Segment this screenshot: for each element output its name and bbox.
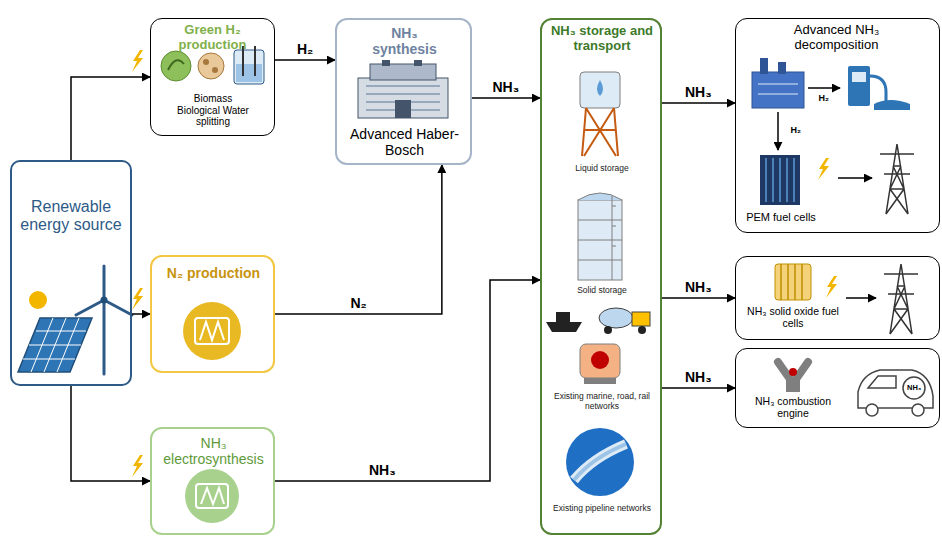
electricity-bolt [132,50,143,72]
electrolyser-icon [185,469,239,523]
panel-grid [23,318,86,372]
separator-icon [183,302,241,360]
node-body: Liquid storage [550,164,654,174]
node-title: Renewable energy source [16,198,126,235]
grid-tower [884,264,918,334]
flow-label: NH₃ [491,80,522,95]
process-box: NH₃ electrosynthesis [150,427,275,535]
wind-turbine [76,266,132,374]
process-box: Advanced NH₃ decompositionPEM fuel cells [735,18,940,233]
node-body: PEM fuel cells [738,211,824,224]
cracker-icon [752,58,804,108]
sun-icon [29,291,47,309]
h2-arrow [808,87,840,89]
biomass-icon [161,51,191,81]
node-title: N₂ production [156,265,271,281]
node-body: Existing marine, road, rail networks [550,392,654,412]
process-box: NH₃ synthesisAdvanced Haber-Bosch [335,18,472,165]
liquid-tank-icon [580,72,620,156]
flow-arrow [71,77,150,160]
h2-arrow [777,112,779,150]
silo-icon [578,193,622,280]
process-box: NH₃ solid oxide fuel cells [735,256,940,340]
flow-label: H₂ [295,42,315,57]
icon-label: H₂ [789,126,804,136]
pipeline-icon [566,428,634,496]
sofc-icon [775,264,811,300]
flow-arrow [275,280,540,481]
node-body: Advanced Haber-Bosch [341,126,468,158]
flow-arrow [472,97,540,99]
process-box: Green H₂ productionBiomass Biological Wa… [150,18,275,136]
process-box: N₂ production [150,255,275,373]
electricity-bolt [132,288,143,310]
flow-label: NH₃ [683,280,714,295]
flow-label: NH₃ [683,85,714,100]
node-title: NH₃ synthesis [365,25,444,57]
engine-icon [778,362,808,392]
flow-arrow [275,165,442,314]
factory-icon [358,60,448,118]
icon-label: NH₃ [905,384,923,392]
node-body: Existing pipeline networks [550,504,654,514]
flow-arrow [71,386,150,481]
flow-label: N₂ [348,296,368,311]
flow-arrow [662,102,735,104]
electricity-bolt [132,455,143,477]
node-body: Solid storage [550,286,654,296]
turbine-hub [101,297,108,304]
flow-arrow [275,59,335,61]
dispenser-icon [848,66,910,110]
node-title: NH₃ electrosynthesis [156,435,271,467]
node-title: NH₃ solid oxide fuel cells [738,305,848,329]
node-title: Advanced NH₃ decomposition [754,23,919,53]
power-arrow [838,177,872,179]
process-box: Renewable energy source [10,160,132,386]
flow-label: NH₃ [683,370,714,385]
flow-label: NH₃ [367,463,398,478]
microbe-icon [198,53,224,79]
node-title: NH₃ combustion engine [738,395,848,419]
process-box: NH₃ storage and transportLiquid storageS… [540,18,662,535]
node-body: Biomass Biological Water splitting [173,93,253,128]
grid-tower [880,144,914,214]
flow-arrow [132,313,150,315]
solar-panel [18,318,92,372]
pem-cell-icon [760,155,800,205]
node-title: NH₃ storage and transport [546,24,658,54]
power-arrow [846,297,876,299]
icon-label: H₂ [817,94,832,104]
flow-arrow [662,387,735,389]
leaf-mark [168,60,184,70]
electrolyser-icon [234,50,264,84]
flow-arrow [662,297,735,299]
car-icon [858,370,933,416]
vehicle-icons [546,308,650,384]
node-title: Green H₂ production [155,23,270,53]
